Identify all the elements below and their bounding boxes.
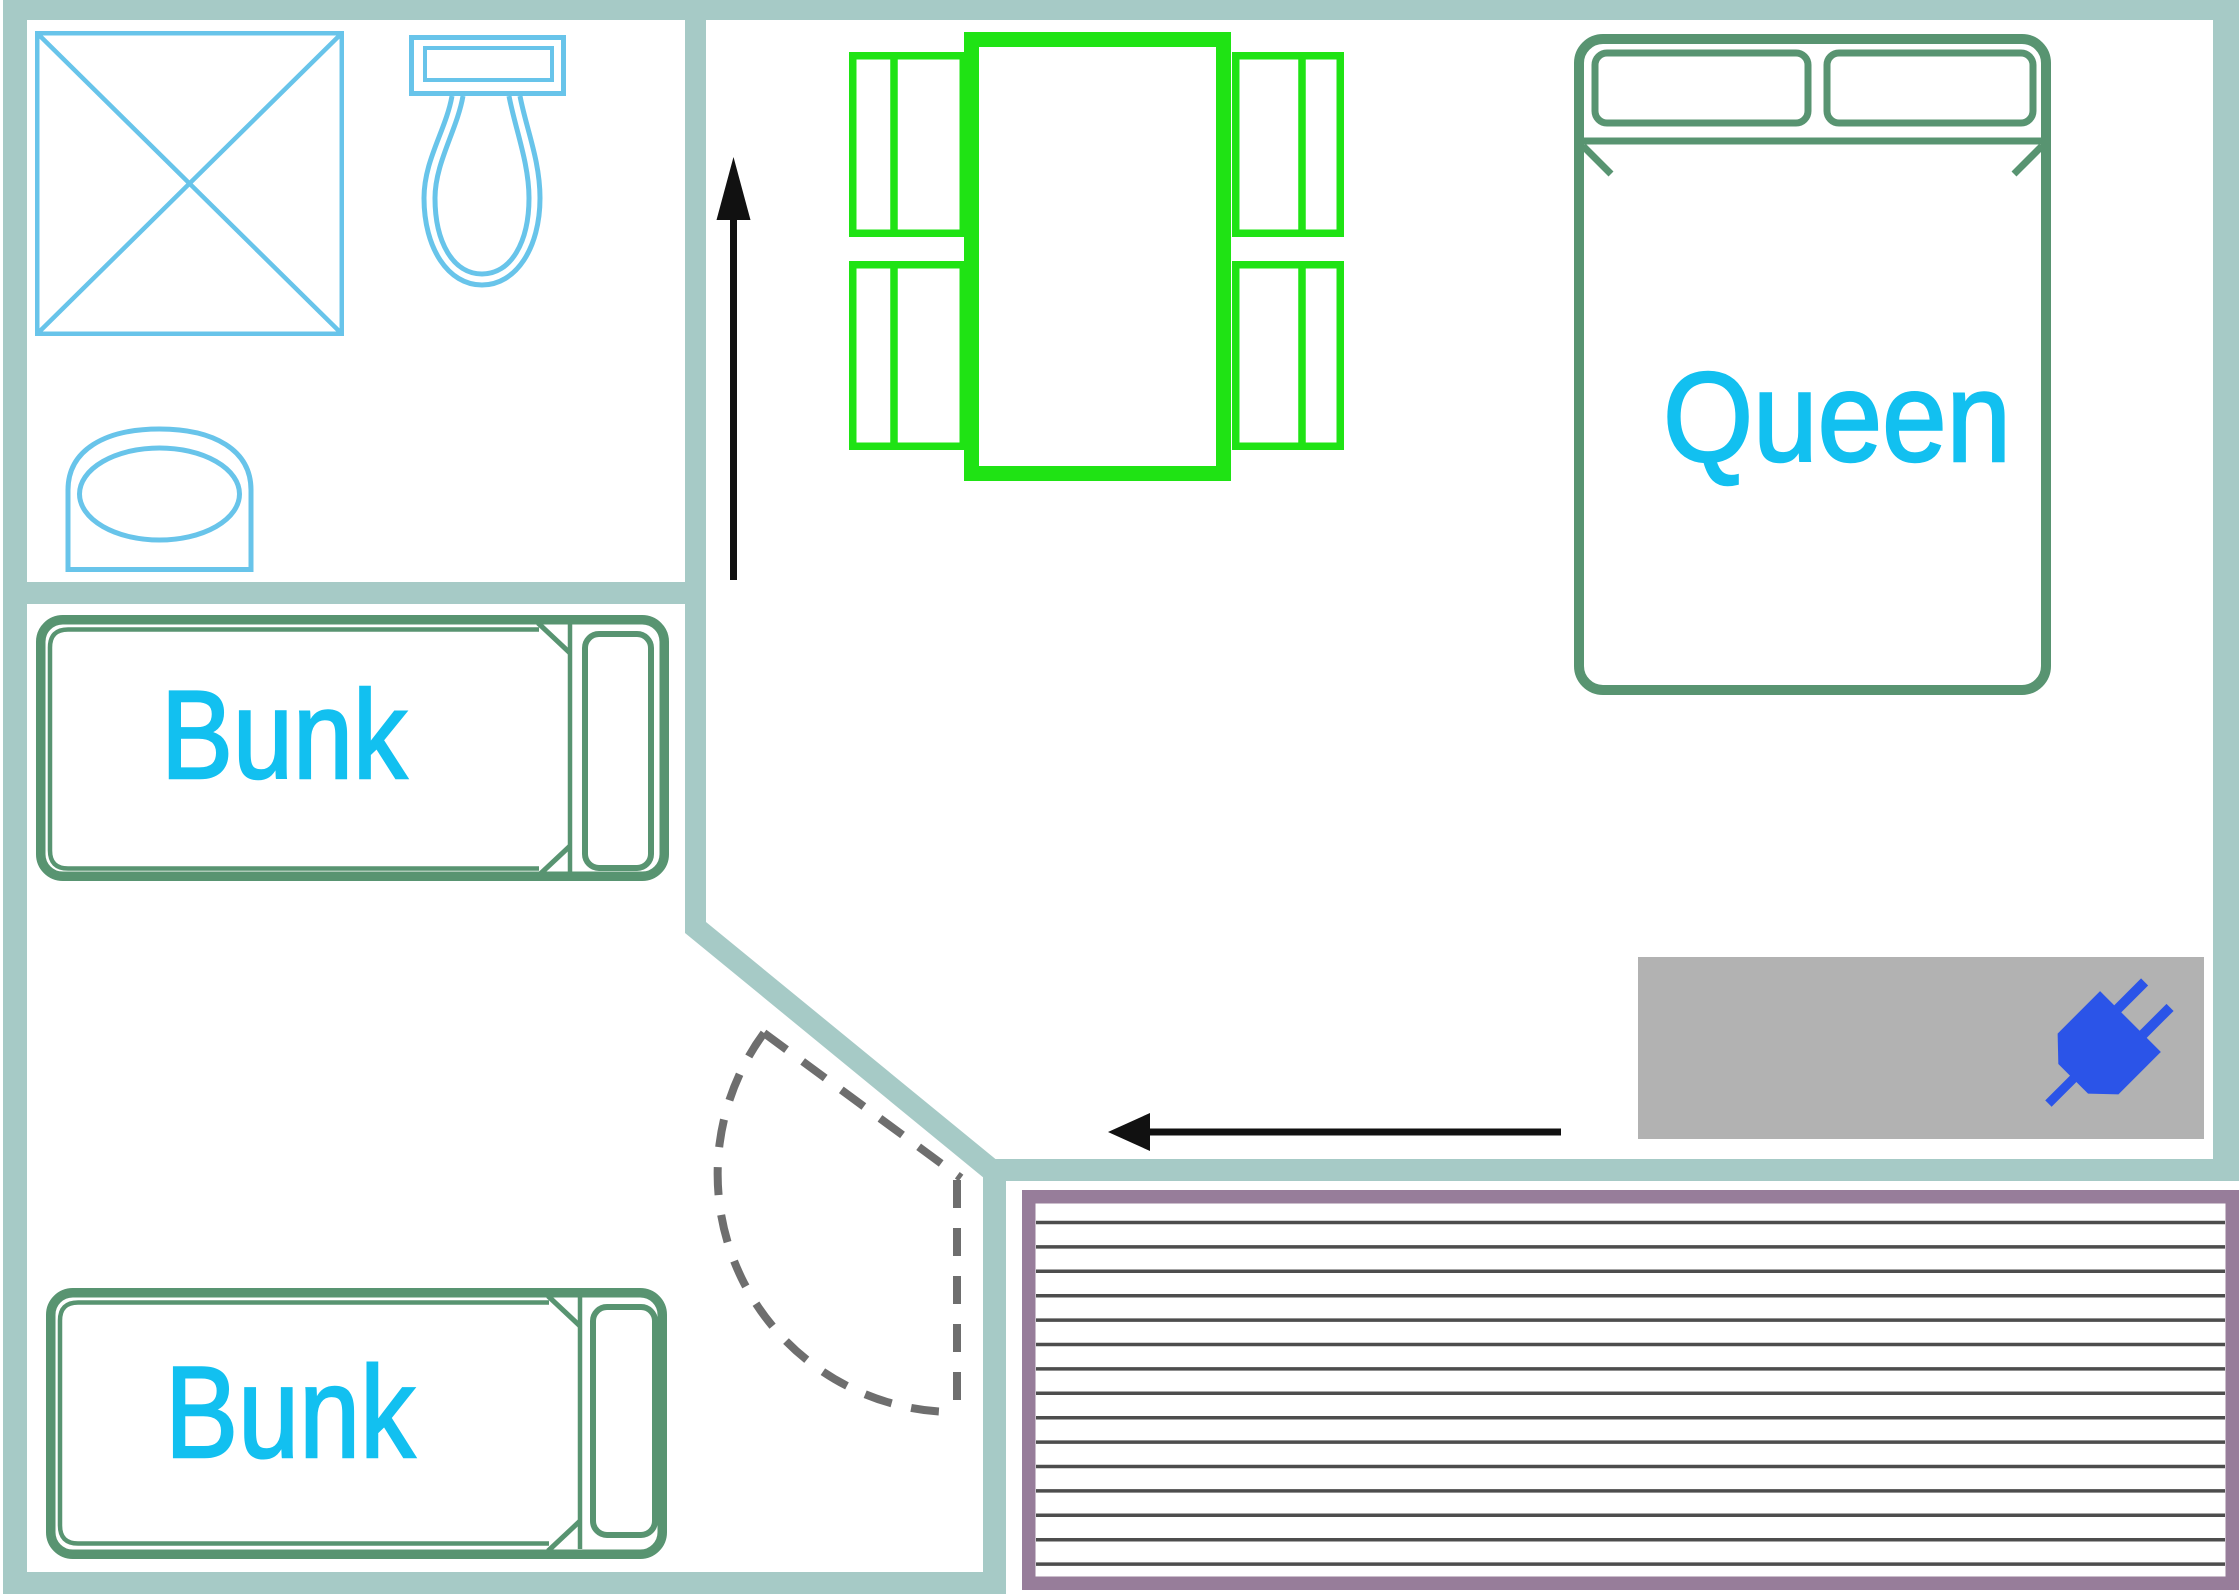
- svg-text:Bunk: Bunk: [161, 666, 407, 805]
- svg-text:Queen: Queen: [1663, 346, 2011, 488]
- svg-text:Bunk: Bunk: [165, 1339, 416, 1485]
